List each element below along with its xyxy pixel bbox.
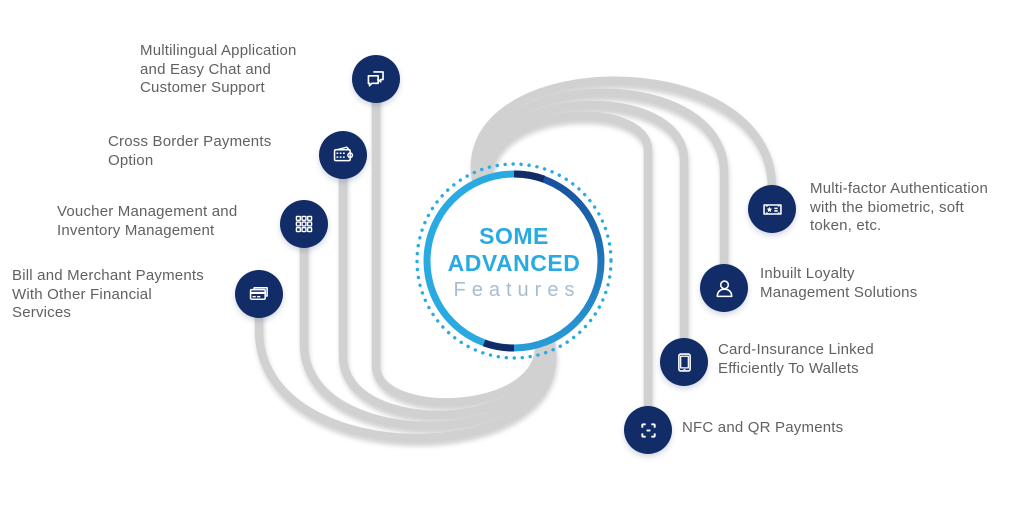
feature-label-card-insurance: Card-Insurance Linked Efficiently To Wal… bbox=[718, 341, 874, 377]
curve-voucher bbox=[299, 219, 552, 431]
curve-bill-merchant bbox=[254, 289, 557, 443]
card-icon bbox=[235, 270, 283, 318]
scan-icon bbox=[624, 406, 672, 454]
feature-label-loyalty: Inbuilt Loyalty Management Solutions bbox=[760, 265, 918, 301]
curve-multilingual bbox=[371, 74, 544, 407]
feature-label-cross-border: Cross Border Payments Option bbox=[108, 133, 272, 169]
ring-navy-top-segment bbox=[513, 170, 546, 183]
wallet-icon bbox=[319, 131, 367, 179]
curve-loyalty bbox=[475, 88, 729, 293]
curve-multifactor bbox=[470, 76, 777, 214]
feature-label-multilingual: Multilingual Application and Easy Chat a… bbox=[140, 42, 297, 96]
curve-cross-border bbox=[338, 150, 547, 419]
center-circle bbox=[415, 162, 613, 360]
curve-nfc-qr bbox=[484, 111, 653, 435]
feature-label-nfc-qr: NFC and QR Payments bbox=[682, 419, 844, 436]
person-icon bbox=[700, 264, 748, 312]
curve-card-insurance bbox=[480, 100, 689, 367]
title-some: SOME bbox=[479, 223, 549, 249]
feature-label-multifactor: Multi-factor Authentication with the bio… bbox=[810, 180, 988, 234]
ticket-icon bbox=[748, 185, 796, 233]
ring-left-half bbox=[423, 170, 515, 352]
chat-icon bbox=[352, 55, 400, 103]
ring-navy-bottom-segment bbox=[482, 339, 515, 352]
center-disc bbox=[430, 177, 598, 345]
title-advanced: ADVANCED bbox=[447, 250, 581, 276]
dotted-ring bbox=[415, 162, 613, 360]
feature-label-voucher: Voucher Management and Inventory Managem… bbox=[57, 203, 238, 239]
phone-icon bbox=[660, 338, 708, 386]
center-title: SOME ADVANCED Features bbox=[424, 215, 604, 311]
feature-label-bill-merchant: Bill and Merchant Payments With Other Fi… bbox=[12, 267, 204, 321]
title-features: Features bbox=[453, 279, 581, 301]
keypad-icon bbox=[280, 200, 328, 248]
ring-right-half bbox=[513, 170, 605, 352]
connector-curves bbox=[254, 74, 777, 443]
